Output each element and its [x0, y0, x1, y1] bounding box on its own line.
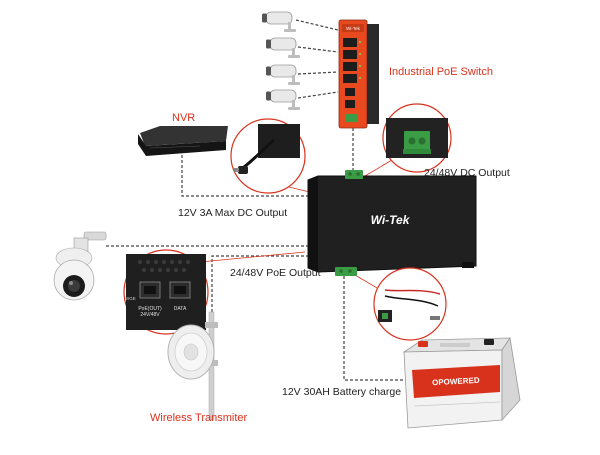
industrial-poe-switch: Wi-Tek [338, 19, 379, 129]
port-side-label: WGE [125, 296, 136, 301]
port-poe-voltage-label: 24V/48V [140, 312, 160, 318]
cctv-camera-icon [266, 64, 300, 85]
line-camera3-switch [297, 71, 339, 75]
cctv-camera-icon [266, 37, 300, 58]
port-poe-out-label: PoE(OUT) [138, 306, 162, 312]
switch-label: Industrial PoE Switch [389, 66, 493, 78]
line-camera2-switch [297, 46, 339, 53]
dc-plug-callout [230, 118, 306, 194]
line-battery-device [343, 270, 408, 381]
port-data-label: DATA [174, 306, 187, 312]
cctv-camera-icon [262, 11, 296, 32]
wi-tek-power-device: Wi-Tek [307, 170, 477, 276]
switch-brand-label: Wi-Tek [346, 26, 360, 31]
port-callout: WGE PoE(OUT) 24V/48V DATA [123, 249, 209, 335]
battery-icon: OPOWERED [402, 336, 521, 429]
ptz-dome-camera-icon [53, 231, 107, 301]
dc-output-12v-label: 12V 3A Max DC Output [178, 207, 287, 219]
battery-charge-label: 12V 30AH Battery charge [282, 386, 401, 398]
terminal-block-callout [382, 103, 452, 173]
device-brand-logo: Wi-Tek [371, 213, 411, 227]
poe-output-label: 24/48V PoE Output [230, 267, 321, 279]
terminal-block-icon [403, 131, 431, 154]
wireless-transmitter-label: Wireless Transmiter [150, 412, 248, 424]
connection-lines [106, 19, 408, 381]
line-camera1-switch [295, 19, 339, 31]
cctv-camera-icon [266, 89, 300, 110]
nvr-recorder-icon [138, 126, 228, 156]
battery-wiring-callout [373, 267, 447, 341]
dc-plug-icon [234, 166, 248, 174]
battery-brand-label: OPOWERED [432, 376, 480, 387]
line-nvr-device [181, 155, 308, 197]
wireless-dish-antenna-icon [167, 311, 218, 421]
nvr-label: NVR [172, 112, 195, 124]
cctv-cameras [262, 11, 300, 110]
line-wireless-device [211, 255, 308, 312]
line-camera4-switch [297, 91, 339, 99]
